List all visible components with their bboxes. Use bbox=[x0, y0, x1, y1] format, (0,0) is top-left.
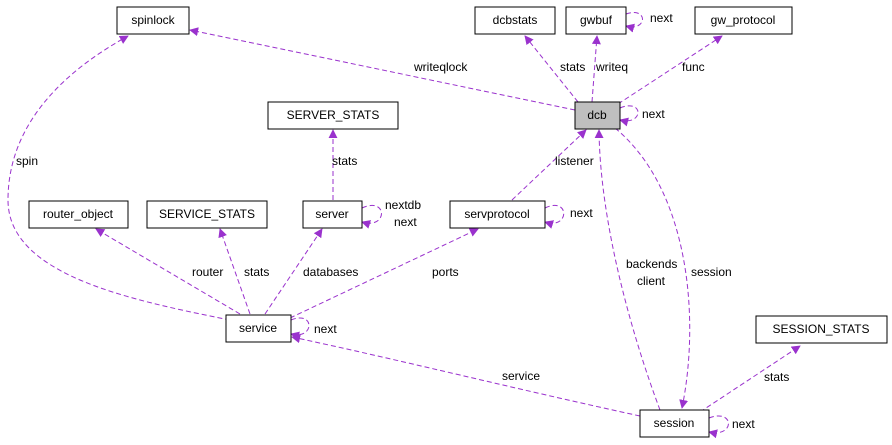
node-dcbstats[interactable]: dcbstats bbox=[474, 6, 556, 35]
edge-session bbox=[614, 127, 691, 409]
edge-label-session-next: next bbox=[732, 417, 755, 431]
edge-label-gwbuf-next: next bbox=[650, 11, 673, 25]
edge-label-server-next: next bbox=[394, 215, 417, 229]
edge-label-writeqlock: writeqlock bbox=[413, 60, 468, 74]
edge-label-stats-server: stats bbox=[332, 154, 357, 168]
edge-spin bbox=[7, 35, 231, 321]
node-session-stats[interactable]: SESSION_STATS bbox=[755, 315, 888, 344]
edge-label-service-next: next bbox=[314, 322, 337, 336]
edge-label-router: router bbox=[192, 265, 223, 279]
edge-stats-session bbox=[699, 345, 801, 413]
edge-service bbox=[291, 334, 641, 417]
node-label-session: session bbox=[654, 416, 695, 430]
node-dcb[interactable]: dcb bbox=[574, 101, 621, 130]
node-gw-protocol[interactable]: gw_protocol bbox=[694, 6, 793, 35]
edge-writeqlock bbox=[189, 27, 576, 111]
node-label-server-stats: SERVER_STATS bbox=[287, 108, 380, 122]
edge-label-nextdb: nextdb bbox=[385, 198, 421, 212]
edge-label-stats-session: stats bbox=[764, 370, 789, 384]
edge-label-dcb-next: next bbox=[642, 107, 665, 121]
edge-label-spin: spin bbox=[16, 154, 38, 168]
node-servprotocol[interactable]: servprotocol bbox=[449, 200, 546, 229]
node-gwbuf[interactable]: gwbuf bbox=[565, 6, 627, 35]
edge-servprotocol-next bbox=[544, 205, 565, 229]
node-label-spinlock: spinlock bbox=[131, 13, 175, 27]
edge-label-session: session bbox=[691, 265, 732, 279]
node-router-object[interactable]: router_object bbox=[28, 200, 129, 229]
edge-label-service: service bbox=[502, 369, 540, 383]
edge-gwbuf-next bbox=[625, 12, 643, 33]
node-session[interactable]: session bbox=[639, 409, 710, 438]
edge-label-databases: databases bbox=[303, 265, 358, 279]
edge-ports bbox=[289, 228, 479, 319]
node-label-service: service bbox=[239, 321, 277, 335]
node-server-stats[interactable]: SERVER_STATS bbox=[267, 101, 399, 130]
edge-func bbox=[617, 35, 723, 105]
node-label-servprotocol: servprotocol bbox=[464, 207, 529, 221]
node-label-dcbstats: dcbstats bbox=[493, 13, 538, 27]
edge-label-func: func bbox=[682, 60, 705, 74]
node-label-gwbuf: gwbuf bbox=[580, 13, 613, 27]
edge-router bbox=[95, 228, 241, 315]
edge-label-stats-service: stats bbox=[244, 265, 269, 279]
node-label-service-stats: SERVICE_STATS bbox=[159, 207, 255, 221]
edge-service-next bbox=[290, 317, 310, 341]
node-label-session-stats: SESSION_STATS bbox=[773, 322, 870, 336]
edge-label-ports: ports bbox=[432, 265, 459, 279]
edge-session-next bbox=[708, 415, 729, 439]
edge-label-listener: listener bbox=[555, 154, 594, 168]
node-service[interactable]: service bbox=[225, 314, 292, 343]
edge-stats-service bbox=[218, 228, 251, 315]
node-service-stats[interactable]: SERVICE_STATS bbox=[146, 200, 268, 229]
edge-dcb-next bbox=[619, 105, 639, 127]
edge-listener bbox=[511, 129, 587, 201]
edge-label-servprotocol-next: next bbox=[570, 206, 593, 220]
edge-label-writeq: writeq bbox=[595, 60, 628, 74]
node-label-router-object: router_object bbox=[43, 207, 114, 221]
node-spinlock[interactable]: spinlock bbox=[116, 6, 190, 35]
edge-label-client: client bbox=[637, 274, 666, 288]
edge-stats-dcbstats bbox=[524, 35, 579, 103]
node-label-gw-protocol: gw_protocol bbox=[711, 13, 776, 27]
edge-server-next bbox=[361, 205, 382, 229]
edge-label-backends: backends bbox=[626, 257, 677, 271]
edge-label-stats-dcbstats: stats bbox=[560, 60, 585, 74]
node-server[interactable]: server bbox=[302, 200, 363, 229]
node-label-server: server bbox=[315, 207, 348, 221]
edge-backends-client bbox=[594, 129, 661, 411]
edge-databases bbox=[264, 228, 323, 315]
edge-writeq bbox=[591, 35, 601, 103]
node-label-dcb: dcb bbox=[587, 108, 607, 122]
